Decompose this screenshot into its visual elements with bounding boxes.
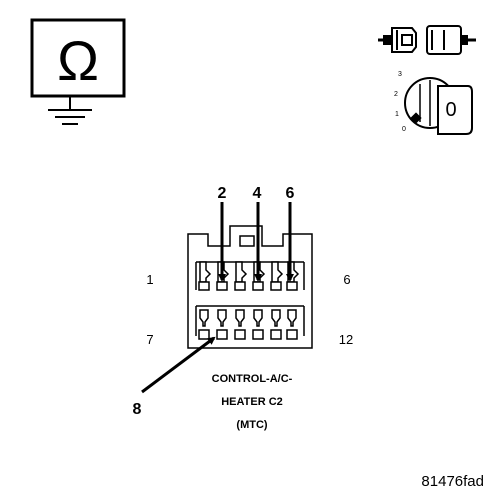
connector-caption-line-1: CONTROL-A/C- <box>212 373 293 385</box>
arrow-label-8: 8 <box>133 401 142 418</box>
arrow-label-6: 6 <box>286 185 295 202</box>
pin-arrows <box>141 202 294 394</box>
disconnect-connector-icon <box>378 25 476 55</box>
ignition-position-1: 1 <box>395 111 399 118</box>
ignition-position-2: 2 <box>394 91 398 98</box>
figure-id: 81476fad <box>421 473 484 490</box>
ignition-position-3: 3 <box>398 71 402 78</box>
pin-label-12: 12 <box>339 332 353 347</box>
ohm-symbol: Ω <box>57 29 99 92</box>
connector-caption-line-3: (MTC) <box>236 419 267 431</box>
arrow-label-2: 2 <box>218 185 227 202</box>
pin-label-7: 7 <box>146 332 153 347</box>
pin-label-6: 6 <box>343 272 350 287</box>
ohmmeter-icon: Ω <box>30 18 126 98</box>
connector-caption-line-2: HEATER C2 <box>221 396 283 408</box>
pin-label-1: 1 <box>146 272 153 287</box>
arrow-pin-8 <box>141 336 216 394</box>
arrow-label-4: 4 <box>253 185 262 202</box>
bottom-row-terminals <box>198 309 298 340</box>
connector-c2 <box>187 225 313 349</box>
ground-symbol-icon <box>48 96 92 125</box>
ignition-position-0: 0 <box>402 126 406 133</box>
ignition-key-label: 0 <box>445 99 456 121</box>
ignition-switch-icon: 3 2 1 0 0 <box>394 71 473 135</box>
